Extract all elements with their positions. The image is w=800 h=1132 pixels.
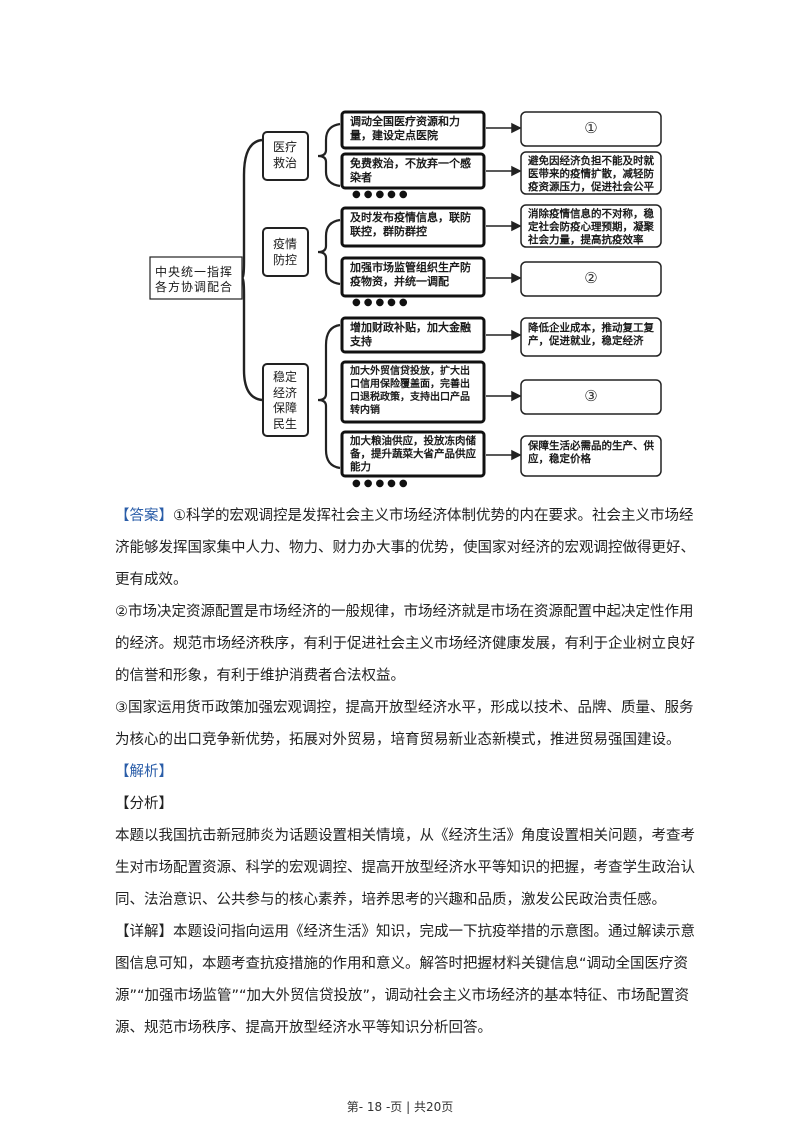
arrows — [486, 122, 522, 461]
fenxi-tag: 【分析】 — [115, 796, 173, 812]
middle-text-3: 及时发布疫情信息，联防联控，群防群控 — [350, 211, 471, 238]
xiangjie-tag: 【详解】 — [115, 924, 173, 940]
middle-box-6 — [340, 360, 486, 424]
answer-p2: ②市场决定资源配置是市场经济的一般规律，市场经济就是市场在资源配置中起决定性作用… — [115, 604, 695, 684]
answer-tag: 【答案】 — [115, 508, 173, 524]
category-label-1: 医疗救治 — [272, 140, 297, 170]
category-label-2: 疫情防控 — [272, 237, 297, 267]
brace-1 — [317, 122, 341, 188]
xiangjie-text: 本题设问指向运用《经济生活》知识，完成一下抗疫举措的示意图。通过解读示意图信息可… — [115, 924, 695, 1036]
page-footer: 第- 18 -页 | 共20页 — [346, 1100, 454, 1114]
right-text-1: ① — [584, 119, 598, 137]
middle-text-7: 加大粮油供应，投放冻肉储备，提升蔬菜大省产品供应能力 — [350, 435, 476, 474]
middle-text-5: 增加财政补贴，加大金融支持 — [350, 321, 471, 348]
root-box — [149, 256, 243, 300]
diagram: 中央统一指挥各方协调配合 医疗救治 疫情防控 稳定经济 保障民生 调动全国医疗资… — [0, 0, 800, 500]
right-text-4: ② — [584, 269, 598, 287]
right-box-6 — [520, 379, 662, 415]
middle-box-7 — [340, 430, 486, 478]
fenxi-text: 本题以我国抗击新冠肺炎为话题设置相关情境，从《经济生活》角度设置相关问题，考查考… — [115, 828, 695, 908]
xiangjie-p: 【详解】本题设问指向运用《经济生活》知识，完成一下抗疫举措的示意图。通过解读示意… — [115, 916, 695, 1044]
middle-box-4 — [340, 256, 486, 298]
right-box-7 — [520, 435, 662, 477]
root-label: 中央统一指挥各方协调配合 — [155, 265, 234, 294]
category-box-3 — [262, 363, 309, 437]
middle-box-1 — [340, 110, 486, 150]
answer-p3: ③国家运用货币政策加强宏观调控，提高开放型经济水平，形成以技术、品牌、质量、服务… — [115, 700, 694, 748]
middle-box-5 — [340, 316, 486, 354]
right-box-1 — [520, 111, 662, 147]
right-box-3 — [520, 204, 662, 248]
middle-text-1: 调动全国医疗资源和力量，建设定点医院 — [350, 115, 460, 142]
middle-box-3 — [340, 206, 486, 248]
right-text-3: 消除疫情信息的不对称，稳定社会防疫心理预期，凝聚社会力量，提高抗疫效率 — [528, 208, 654, 247]
content: 【答案】①科学的宏观调控是发挥社会主义市场经济体制优势的内在要求。社会主义市场经… — [115, 500, 695, 1044]
right-box-5 — [520, 317, 662, 357]
answer-p1: 【答案】①科学的宏观调控是发挥社会主义市场经济体制优势的内在要求。社会主义市场经… — [115, 500, 695, 596]
category-label-3: 稳定经济 保障民生 — [272, 370, 297, 431]
dots-1: ●●●●● — [352, 189, 411, 200]
dots-3: ●●●●● — [352, 478, 411, 489]
right-text-5: 降低企业成本，推动复工复产，促进就业，稳定经济 — [528, 322, 654, 348]
dots-2: ●●●●● — [352, 297, 411, 308]
middle-text-6: 加大外贸信贷投放，扩大出口信用保险覆盖面，完善出口退税政策，支持出口产品转内销 — [350, 366, 470, 416]
right-box-2 — [520, 151, 662, 195]
middle-box-2 — [340, 152, 486, 190]
brace-3 — [317, 323, 341, 470]
analysis-tag: 【解析】 — [115, 764, 173, 780]
right-text-7: 保障生活必需品的生产、供应，稳定价格 — [528, 440, 654, 466]
right-text-6: ③ — [584, 387, 598, 405]
root-brace — [241, 138, 263, 402]
diagram-lines — [149, 110, 662, 478]
brace-2 — [317, 218, 341, 286]
right-text-2: 避免因经济负担不能及时就医带来的疫情扩散，减轻防疫资源压力，促进社会公平 — [528, 155, 654, 194]
right-box-4 — [520, 261, 662, 297]
middle-text-4: 加强市场监管组织生产防疫物资，并统一调配 — [350, 261, 471, 288]
category-box-1 — [262, 131, 309, 181]
category-box-2 — [262, 227, 309, 277]
answer-p1-text: ①科学的宏观调控是发挥社会主义市场经济体制优势的内在要求。社会主义市场经济能够发… — [115, 508, 695, 588]
middle-text-2: 免费救治，不放弃一个感染者 — [350, 157, 471, 184]
